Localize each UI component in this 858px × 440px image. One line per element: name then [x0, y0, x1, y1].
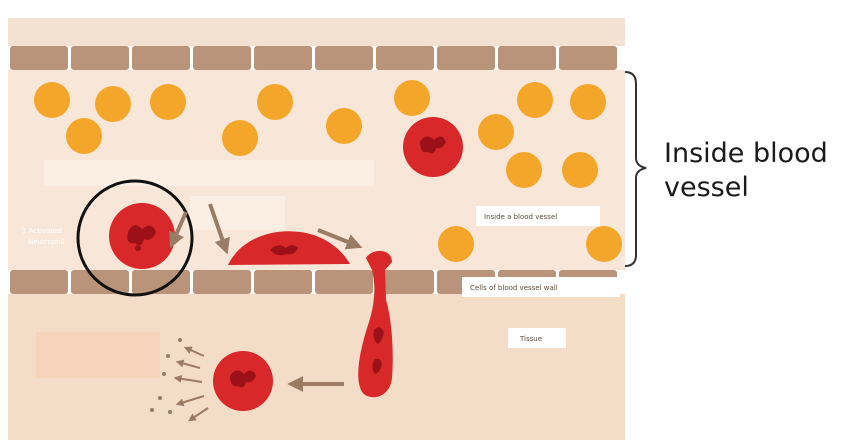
- platelet-icon: [326, 108, 362, 144]
- platelet-icon: [438, 226, 474, 262]
- wall-cell: [193, 46, 251, 70]
- tissue-neutrophil-icon: [213, 351, 273, 411]
- wall-cell: [254, 46, 312, 70]
- platelet-icon: [394, 80, 430, 116]
- wall-cell: [10, 46, 68, 70]
- inside-blood-vessel-title-2: vessel: [664, 172, 749, 203]
- wall-cell: [193, 270, 251, 294]
- platelet-icon: [570, 84, 606, 120]
- lumen-band: [44, 160, 374, 186]
- activated-neutrophil-icon: [109, 203, 175, 269]
- wall-cell: [132, 46, 190, 70]
- tissue-label-box: [36, 332, 160, 378]
- platelet-icon: [586, 226, 622, 262]
- platelet-icon: [95, 86, 131, 122]
- platelet-icon: [562, 152, 598, 188]
- platelet-icon: [34, 82, 70, 118]
- wall-cell: [254, 270, 312, 294]
- top-band: [8, 18, 625, 46]
- tissue-label: Tissue: [519, 335, 542, 343]
- inside-blood-vessel-title: Inside blood: [664, 138, 828, 169]
- platelet-icon: [66, 118, 102, 154]
- wall-cell: [315, 270, 373, 294]
- lumen-band: [190, 196, 285, 230]
- neutrophil-icon: [403, 117, 463, 177]
- wall-cell: [559, 46, 617, 70]
- inside-a-blood-vessel-label: Inside a blood vessel: [484, 213, 557, 221]
- cells-of-blood-vessel-wall-label: Cells of blood vessel wall: [470, 284, 558, 292]
- wall-cell: [376, 46, 434, 70]
- wall-cell: [10, 270, 68, 294]
- activated-neutrophil-label-2: Neutrophil: [28, 238, 65, 246]
- wall-cell: [498, 46, 556, 70]
- platelet-icon: [517, 82, 553, 118]
- top-vessel-wall: [10, 46, 617, 70]
- platelet-icon: [257, 84, 293, 120]
- platelet-icon: [478, 114, 514, 150]
- wall-cell: [71, 46, 129, 70]
- wall-cell: [315, 46, 373, 70]
- platelet-icon: [506, 152, 542, 188]
- activated-neutrophil-label: 1.Activated: [22, 227, 62, 235]
- platelet-icon: [222, 120, 258, 156]
- wall-cell: [437, 46, 495, 70]
- bracket: [625, 72, 646, 266]
- platelet-icon: [150, 84, 186, 120]
